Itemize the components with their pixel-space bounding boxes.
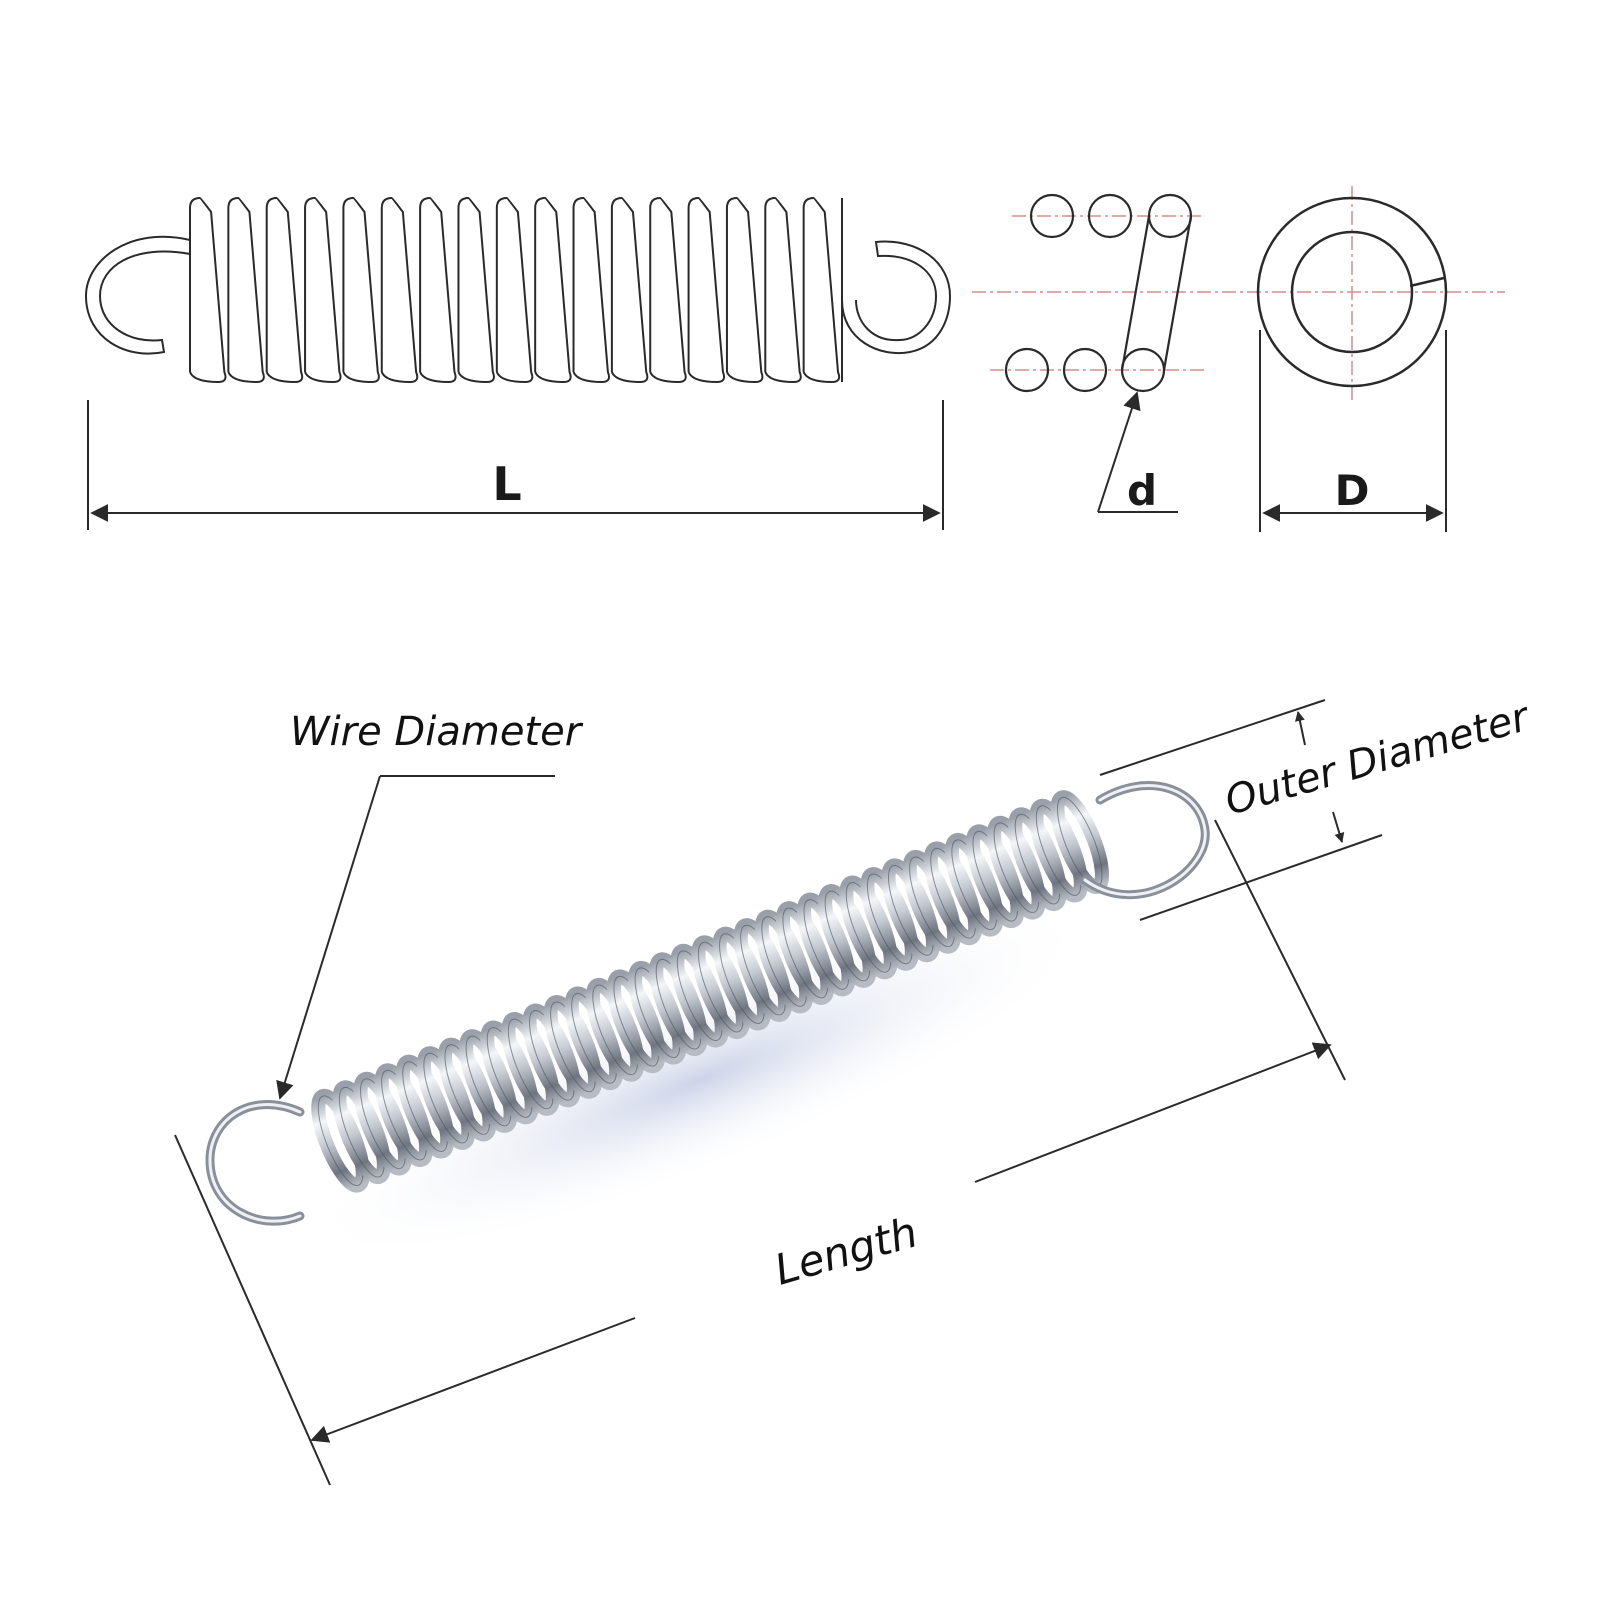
length-dimension-left (310, 1317, 636, 1443)
coil-turn (687, 196, 726, 384)
outer-diameter-label: Outer Diameter (1220, 693, 1536, 824)
coil-turn (610, 196, 649, 384)
wire-diameter-label: Wire Diameter (290, 709, 584, 755)
spring-photo (205, 781, 1210, 1262)
wire-section-circle (1062, 347, 1108, 393)
outer-diameter-extension-top (1099, 699, 1326, 776)
coil-turn (764, 196, 802, 384)
wire-leader-arrow (1097, 391, 1141, 513)
coil-turn (380, 196, 419, 384)
coil-turn (495, 196, 534, 384)
outer-diameter-extension-bottom (1139, 834, 1383, 921)
wire-tangent (1162, 215, 1193, 371)
wire-tangent (1120, 215, 1151, 371)
photo-annotations (174, 699, 1383, 1486)
wire-diameter-arrow (276, 775, 381, 1100)
photo-spring-coils (311, 790, 1110, 1193)
coil-turn (802, 196, 841, 384)
coil-turn (265, 196, 304, 384)
coil-turn (227, 196, 265, 384)
coil-turn (649, 196, 687, 384)
coil-turn (189, 196, 227, 384)
coil-turn (725, 196, 764, 384)
length-extension-right (1214, 819, 1346, 1081)
wire-section-circle (1004, 347, 1050, 393)
length-symbol: L (492, 457, 521, 511)
spring-shadow (299, 898, 1101, 1262)
right-hook (841, 240, 952, 355)
coil-turn (572, 196, 611, 384)
length-extension-left (174, 1134, 331, 1486)
coil-turn (419, 196, 457, 384)
length-label: Length (769, 1207, 922, 1294)
outer-diameter-circle (1256, 196, 1448, 388)
wire-section-drawing: d (972, 193, 1505, 515)
outer-diameter-arrow-bottom (1332, 811, 1345, 843)
coil-turn (342, 196, 380, 384)
inner-diameter-circle (1290, 230, 1414, 354)
wire-diameter-symbol: d (1127, 466, 1157, 515)
wire-section-circle (1087, 193, 1133, 239)
wire-section-circle (1029, 193, 1075, 239)
length-dimension-right (974, 1042, 1332, 1183)
outer-diameter-arrow-top (1294, 711, 1306, 746)
spring-coils (189, 196, 843, 384)
left-hook (84, 235, 191, 355)
coil-turn (457, 196, 495, 384)
coil-turn (304, 196, 342, 384)
end-view-drawing: D (1256, 186, 1448, 532)
outer-diameter-symbol: D (1335, 466, 1370, 515)
side-view-drawing: L (84, 196, 952, 530)
wire-end-mark (1409, 276, 1445, 288)
coil-turn (534, 196, 572, 384)
